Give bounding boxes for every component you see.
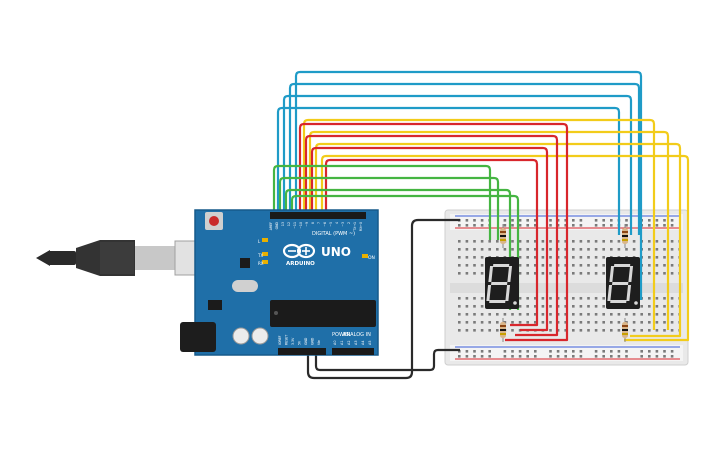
analog-pin-label: A3 — [354, 341, 358, 345]
wire[interactable] — [272, 164, 492, 240]
wire[interactable] — [282, 94, 633, 235]
wire[interactable] — [314, 142, 682, 338]
analog-pin-label: A1 — [340, 341, 344, 345]
power-pin-label: 3.3V — [291, 337, 295, 345]
wire[interactable] — [302, 118, 656, 330]
power-header[interactable] — [278, 348, 326, 355]
wire[interactable] — [308, 130, 670, 330]
capacitor — [232, 327, 250, 345]
digital-pin-label: 13 — [281, 222, 285, 226]
digital-pin-label: TX→1 — [353, 222, 357, 232]
components[interactable] — [485, 224, 640, 342]
digital-pin-label: ~9 — [305, 222, 309, 227]
rx-label: RX — [258, 261, 264, 266]
digital-pin-label: 4 — [335, 222, 339, 224]
analog-label: ANALOG IN — [343, 332, 371, 338]
wire[interactable] — [324, 158, 539, 327]
seven-segment-display[interactable] — [485, 257, 519, 309]
wire[interactable] — [284, 188, 512, 310]
analog-pin-label: A2 — [347, 341, 351, 345]
infinity-logo-icon — [282, 243, 316, 259]
seven-segment-display[interactable] — [606, 257, 640, 309]
digital-pin-label: AREF — [269, 222, 273, 230]
digital-pin-label: 8 — [311, 222, 315, 224]
power-pin-label: Vin — [317, 340, 321, 345]
l-label: L — [258, 239, 261, 244]
atmega-chip — [270, 300, 376, 327]
analog-pin-label: A4 — [361, 341, 365, 345]
resistor[interactable] — [622, 224, 628, 248]
capacitor — [251, 327, 269, 345]
analog-pin-label: A5 — [368, 341, 372, 345]
digital-pin-label: 7 — [317, 222, 321, 224]
digital-pin-label: ~6 — [323, 222, 327, 227]
wire[interactable] — [314, 348, 460, 372]
arduino-board[interactable]: UNO ARDUINO DIGITAL (PWM ~) POWER ANALOG… — [180, 209, 379, 356]
wire[interactable] — [298, 122, 569, 342]
digital-pin-label: 12 — [287, 222, 291, 226]
wire[interactable] — [276, 106, 621, 235]
resistor[interactable] — [500, 224, 506, 248]
wire[interactable] — [290, 194, 520, 310]
digital-pin-label: ~10 — [299, 222, 303, 229]
digital-pin-label: ~5 — [329, 222, 333, 227]
usb-cable-icon[interactable] — [36, 240, 218, 276]
digital-pin-label: RX←0 — [359, 222, 363, 231]
wire[interactable] — [278, 176, 500, 240]
tx-label: TX — [257, 253, 263, 258]
power-label: POWER — [332, 332, 351, 338]
digital-pin-label: GND — [275, 221, 279, 229]
digital-label: DIGITAL (PWM ~) — [312, 231, 355, 237]
analog-pin-label: A0 — [333, 341, 337, 345]
power-pin-label: RESET — [285, 335, 289, 345]
resistor[interactable] — [500, 318, 506, 342]
digital-header[interactable] — [270, 212, 366, 219]
board-brand: ARDUINO — [286, 261, 315, 267]
power-pin-label: IOREF — [278, 335, 282, 345]
power-jack — [180, 322, 216, 352]
analog-header[interactable] — [332, 348, 374, 355]
wires[interactable] — [272, 70, 690, 380]
power-pin-label: GND — [304, 337, 308, 345]
wire[interactable] — [304, 134, 559, 337]
board-model: UNO — [321, 245, 351, 259]
wire[interactable] — [310, 146, 549, 332]
on-label: ON — [368, 255, 375, 261]
digital-pin-label: ~11 — [293, 222, 297, 229]
wire[interactable] — [306, 218, 460, 380]
crystal — [232, 280, 258, 292]
wire[interactable] — [288, 82, 641, 235]
digital-pin-label: 2 — [347, 222, 351, 224]
power-pin-label: 5V — [298, 340, 302, 345]
resistor[interactable] — [622, 318, 628, 342]
power-pin-label: GND — [311, 337, 315, 345]
digital-pin-label: ~3 — [341, 222, 345, 227]
wire[interactable] — [294, 70, 643, 300]
wire[interactable] — [320, 154, 690, 342]
